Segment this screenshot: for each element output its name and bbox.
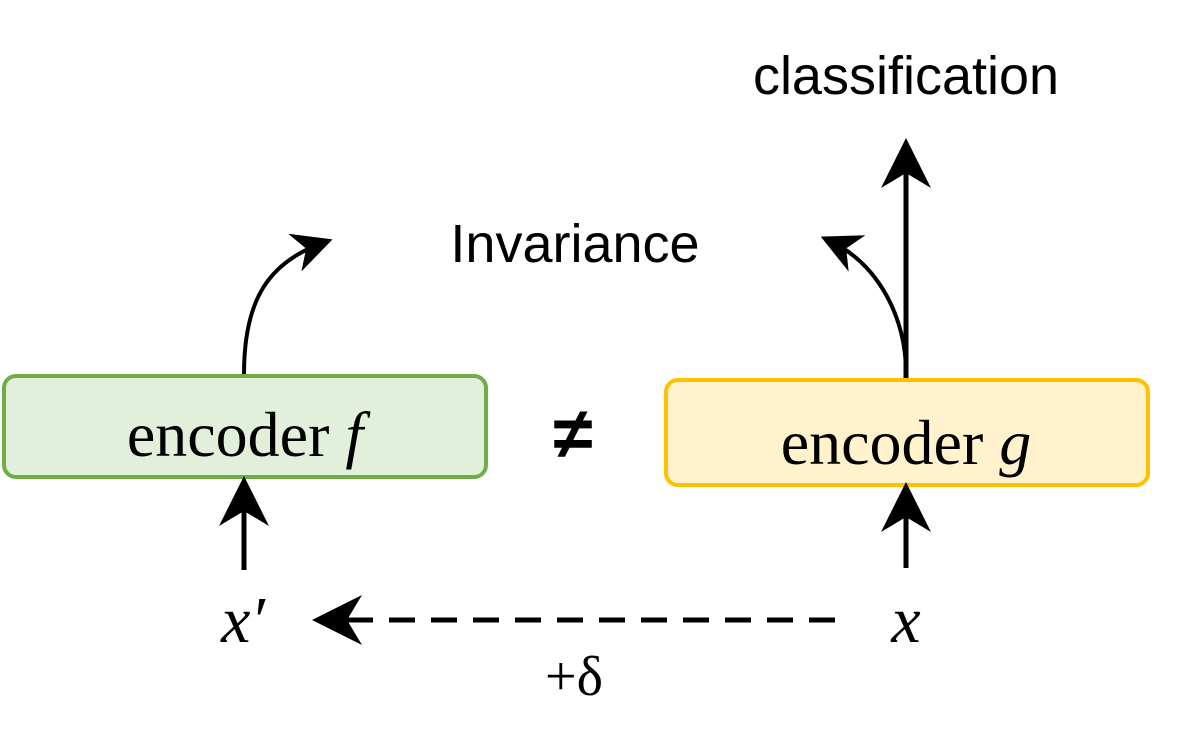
arrow-g-to-invariance	[820, 235, 908, 373]
encoder-f-label: encoder f	[127, 399, 372, 470]
encoder-f-box: encoder f	[2, 374, 488, 479]
input-x-prime: x′	[220, 584, 266, 657]
encoder-g-word: encoder	[781, 407, 984, 478]
invariance-label: Invariance	[450, 214, 699, 274]
encoder-g-label: encoder g	[781, 407, 1032, 478]
arrow-f-to-invariance	[242, 233, 333, 375]
perturbation-label: +δ	[545, 646, 603, 708]
not-equal-sign: ≠	[553, 394, 593, 474]
encoder-g-symbol: g	[999, 407, 1031, 478]
input-x: x	[890, 584, 920, 657]
classification-label: classification	[753, 46, 1059, 106]
encoder-f-word: encoder	[127, 399, 330, 470]
encoder-g-box: encoder g	[664, 378, 1150, 487]
